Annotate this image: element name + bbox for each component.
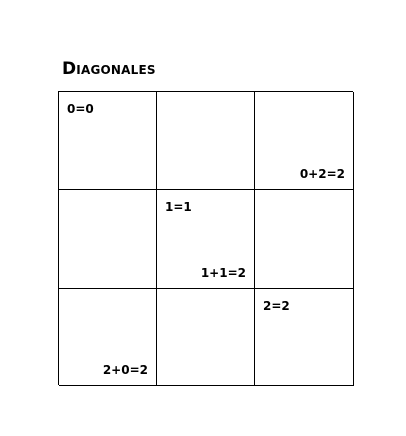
grid-cell-r0-c0: 0=0	[59, 92, 157, 190]
grid-cell-r2-c1	[157, 289, 255, 386]
cell-label-top-left: 0=0	[67, 102, 94, 116]
cell-label-bottom-right: 0+2=2	[299, 167, 345, 181]
diagram-title: Diagonales	[62, 59, 156, 79]
diagonal-grid: 0=0 0+2=2 1=1 1+1=2 2+0=2 2=2	[58, 91, 354, 386]
grid-cell-r1-c0	[59, 190, 157, 289]
cell-label-top-left: 1=1	[165, 200, 192, 214]
cell-label-top-left: 2=2	[263, 299, 290, 313]
cell-label-bottom-right: 2+0=2	[102, 363, 148, 377]
grid-cell-r0-c2: 0+2=2	[255, 92, 354, 190]
grid-cell-r2-c0: 2+0=2	[59, 289, 157, 386]
grid-cell-r0-c1	[157, 92, 255, 190]
grid-cell-r1-c2	[255, 190, 354, 289]
grid-cell-r2-c2: 2=2	[255, 289, 354, 386]
grid-cell-r1-c1: 1=1 1+1=2	[157, 190, 255, 289]
cell-label-bottom-right: 1+1=2	[200, 266, 246, 280]
